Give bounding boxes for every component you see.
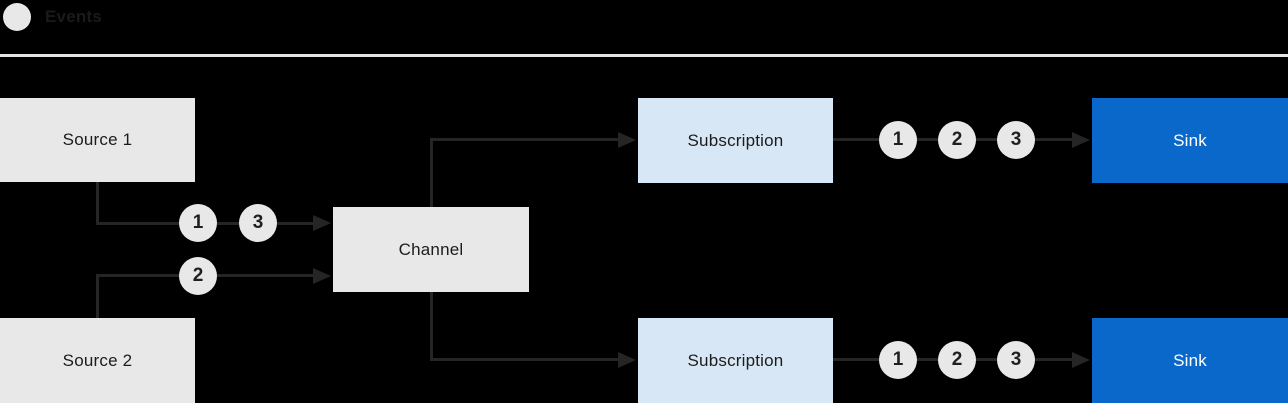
- event-badge-bottom-3: 3: [997, 341, 1035, 379]
- event-badge-top-3: 3: [997, 121, 1035, 159]
- node-channel-label: Channel: [398, 239, 464, 259]
- event-badge-bottom-1: 1: [879, 341, 917, 379]
- node-sink-top: Sink: [1092, 98, 1288, 183]
- node-channel: Channel: [333, 207, 529, 292]
- node-source-2-label: Source 2: [62, 350, 133, 370]
- node-subscription-top: Subscription: [638, 98, 833, 183]
- arrowhead-channel-to-subscription-bottom-icon: [618, 352, 636, 368]
- events-legend-circle-icon: [3, 3, 31, 31]
- event-badge-2: 2: [179, 257, 217, 295]
- event-badge-1: 1: [179, 204, 217, 242]
- events-legend-label: Events: [45, 7, 102, 26]
- legend-divider: [0, 54, 1288, 57]
- connector-channel-to-subscription-top: [430, 138, 619, 141]
- node-sink-bottom-label: Sink: [1173, 350, 1207, 370]
- event-badge-top-1: 1: [879, 121, 917, 159]
- node-subscription-bottom-label: Subscription: [687, 350, 784, 370]
- connector-channel-down-vertical: [430, 292, 433, 361]
- arrowhead-subscription-bottom-to-sink-icon: [1072, 352, 1090, 368]
- arrowhead-source2-to-channel-icon: [313, 268, 331, 284]
- node-source-1-label: Source 1: [62, 130, 133, 149]
- event-badge-top-2: 2: [938, 121, 976, 159]
- event-badge-bottom-2: 2: [938, 341, 976, 379]
- arrowhead-source1-to-channel-icon: [313, 215, 331, 231]
- node-sink-top-label: Sink: [1173, 130, 1207, 150]
- arrowhead-channel-to-subscription-top-icon: [618, 132, 636, 148]
- node-sink-bottom: Sink: [1092, 318, 1288, 403]
- connector-source2-vertical: [96, 274, 99, 318]
- connector-channel-to-subscription-bottom: [430, 358, 619, 361]
- node-source-2: Source 2: [0, 318, 195, 403]
- arrowhead-subscription-top-to-sink-icon: [1072, 132, 1090, 148]
- node-subscription-top-label: Subscription: [687, 130, 784, 150]
- node-subscription-bottom: Subscription: [638, 318, 833, 403]
- connector-channel-up-vertical: [430, 138, 433, 207]
- connector-source1-vertical: [96, 182, 99, 225]
- node-source-1: Source 1: [0, 98, 195, 182]
- event-badge-3: 3: [239, 204, 277, 242]
